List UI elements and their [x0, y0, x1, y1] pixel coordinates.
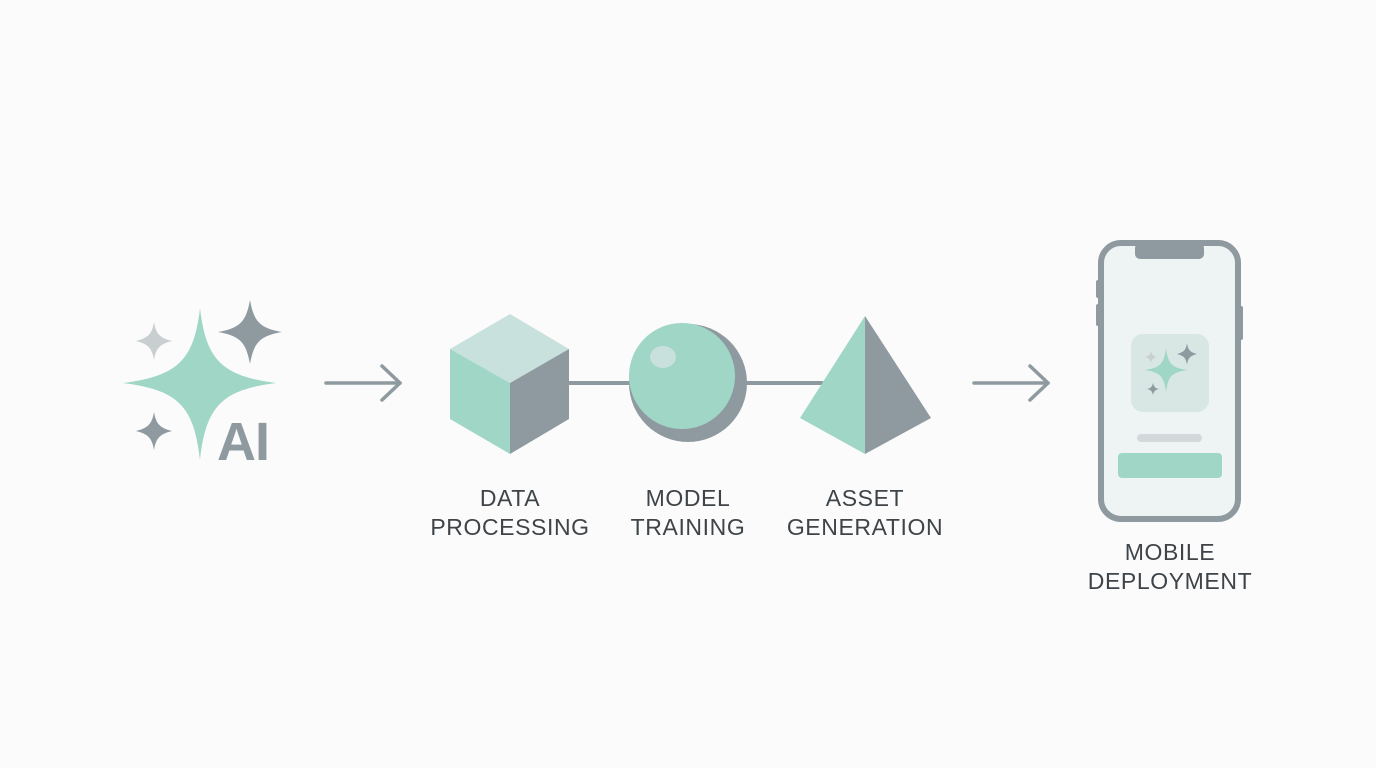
stage-label-model-training: MODEL TRAINING [598, 484, 778, 542]
stage-label-line: MODEL [645, 485, 731, 511]
tiny-sparkle-icon [136, 322, 172, 360]
stage-label-line: MOBILE [1124, 539, 1216, 565]
sphere-icon [629, 323, 747, 442]
cube-icon [450, 314, 569, 454]
text-placeholder-bar [1137, 434, 1202, 442]
tiny-sparkle-icon [136, 412, 172, 450]
stage-label-line: DEPLOYMENT [1087, 568, 1253, 594]
pyramid-icon [800, 316, 931, 454]
ai-logo: AI [123, 300, 282, 472]
smartphone-icon [1096, 240, 1243, 522]
flow-arrow [972, 364, 1050, 402]
ai-logo-text: AI [217, 412, 269, 472]
sparkle-icon [1147, 383, 1159, 395]
flow-arrow [324, 364, 402, 402]
action-button-bar [1118, 453, 1222, 478]
stage-label-line: ASSET [825, 485, 905, 511]
stage-label-line: PROCESSING [430, 514, 590, 540]
stage-label-line: GENERATION [786, 514, 944, 540]
stage-label-asset-generation: ASSET GENERATION [775, 484, 955, 542]
small-sparkle-icon [218, 300, 282, 364]
stage-label-line: DATA [479, 485, 541, 511]
stage-label-data-processing: DATA PROCESSING [420, 484, 600, 542]
large-sparkle-icon [123, 308, 276, 460]
stage-label-mobile-deployment: MOBILE DEPLOYMENT [1070, 538, 1270, 596]
sparkle-icon [1145, 351, 1157, 363]
phone-notch [1135, 243, 1204, 259]
stage-label-line: TRAINING [630, 514, 746, 540]
sparkle-icon [1177, 343, 1197, 365]
sparkle-icon [1144, 348, 1188, 392]
